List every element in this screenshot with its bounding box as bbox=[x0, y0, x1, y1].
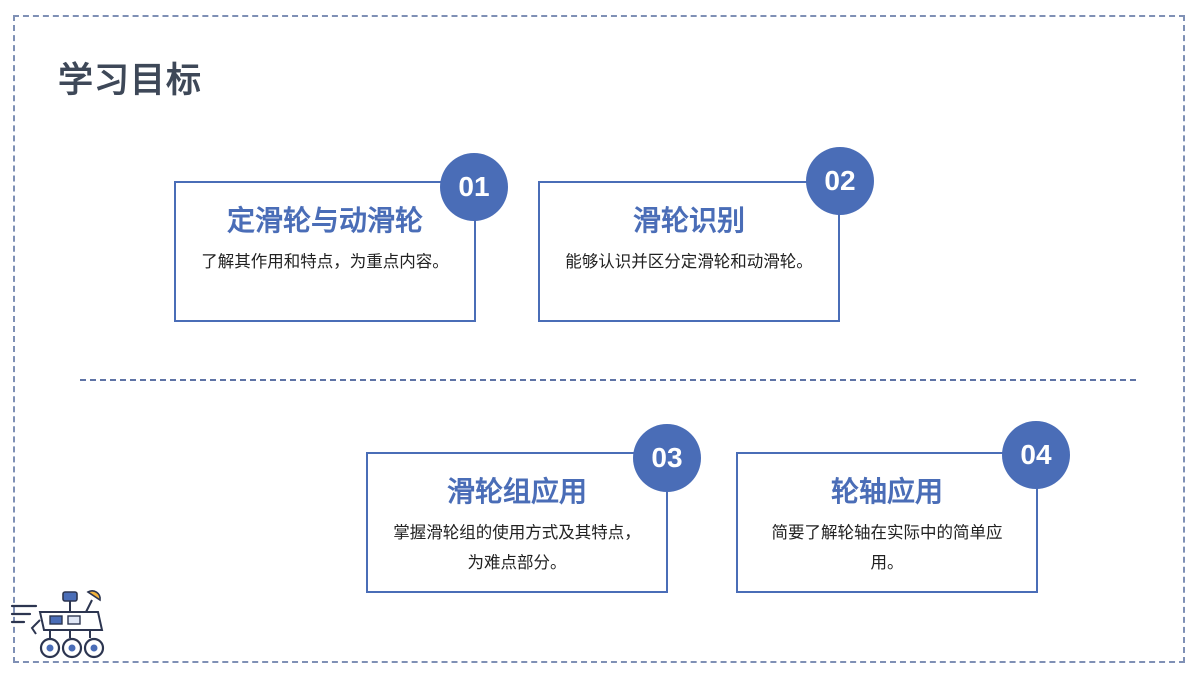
rover-robot-icon bbox=[10, 590, 105, 659]
goal-card-3: 滑轮组应用 掌握滑轮组的使用方式及其特点，为难点部分。 bbox=[366, 452, 668, 593]
goal-card-title: 轮轴应用 bbox=[830, 475, 943, 508]
goal-card-description: 了解其作用和特点，为重点内容。 bbox=[201, 252, 449, 271]
goal-number-badge-3: 03 bbox=[633, 424, 701, 492]
goal-number-badge-2: 02 bbox=[806, 147, 874, 215]
goal-number-badge-4: 04 bbox=[1002, 421, 1070, 489]
dashed-page-frame bbox=[13, 15, 1185, 663]
goal-card-description: 能够认识并区分定滑轮和动滑轮。 bbox=[565, 252, 813, 271]
goal-card-description: 掌握滑轮组的使用方式及其特点，为难点部分。 bbox=[393, 523, 641, 572]
goal-card-title: 滑轮识别 bbox=[632, 204, 745, 237]
goal-card-1: 定滑轮与动滑轮 了解其作用和特点，为重点内容。 bbox=[174, 181, 476, 322]
goal-card-2: 滑轮识别 能够认识并区分定滑轮和动滑轮。 bbox=[538, 181, 840, 322]
goal-card-description: 简要了解轮轴在实际中的简单应用。 bbox=[771, 523, 1003, 572]
goal-card-title: 滑轮组应用 bbox=[446, 475, 587, 508]
section-divider bbox=[80, 379, 1136, 381]
page-title: 学习目标 bbox=[58, 61, 203, 101]
goal-number-badge-1: 01 bbox=[440, 153, 508, 221]
goal-card-4: 轮轴应用 简要了解轮轴在实际中的简单应用。 bbox=[736, 452, 1038, 593]
goal-card-title: 定滑轮与动滑轮 bbox=[226, 204, 423, 237]
